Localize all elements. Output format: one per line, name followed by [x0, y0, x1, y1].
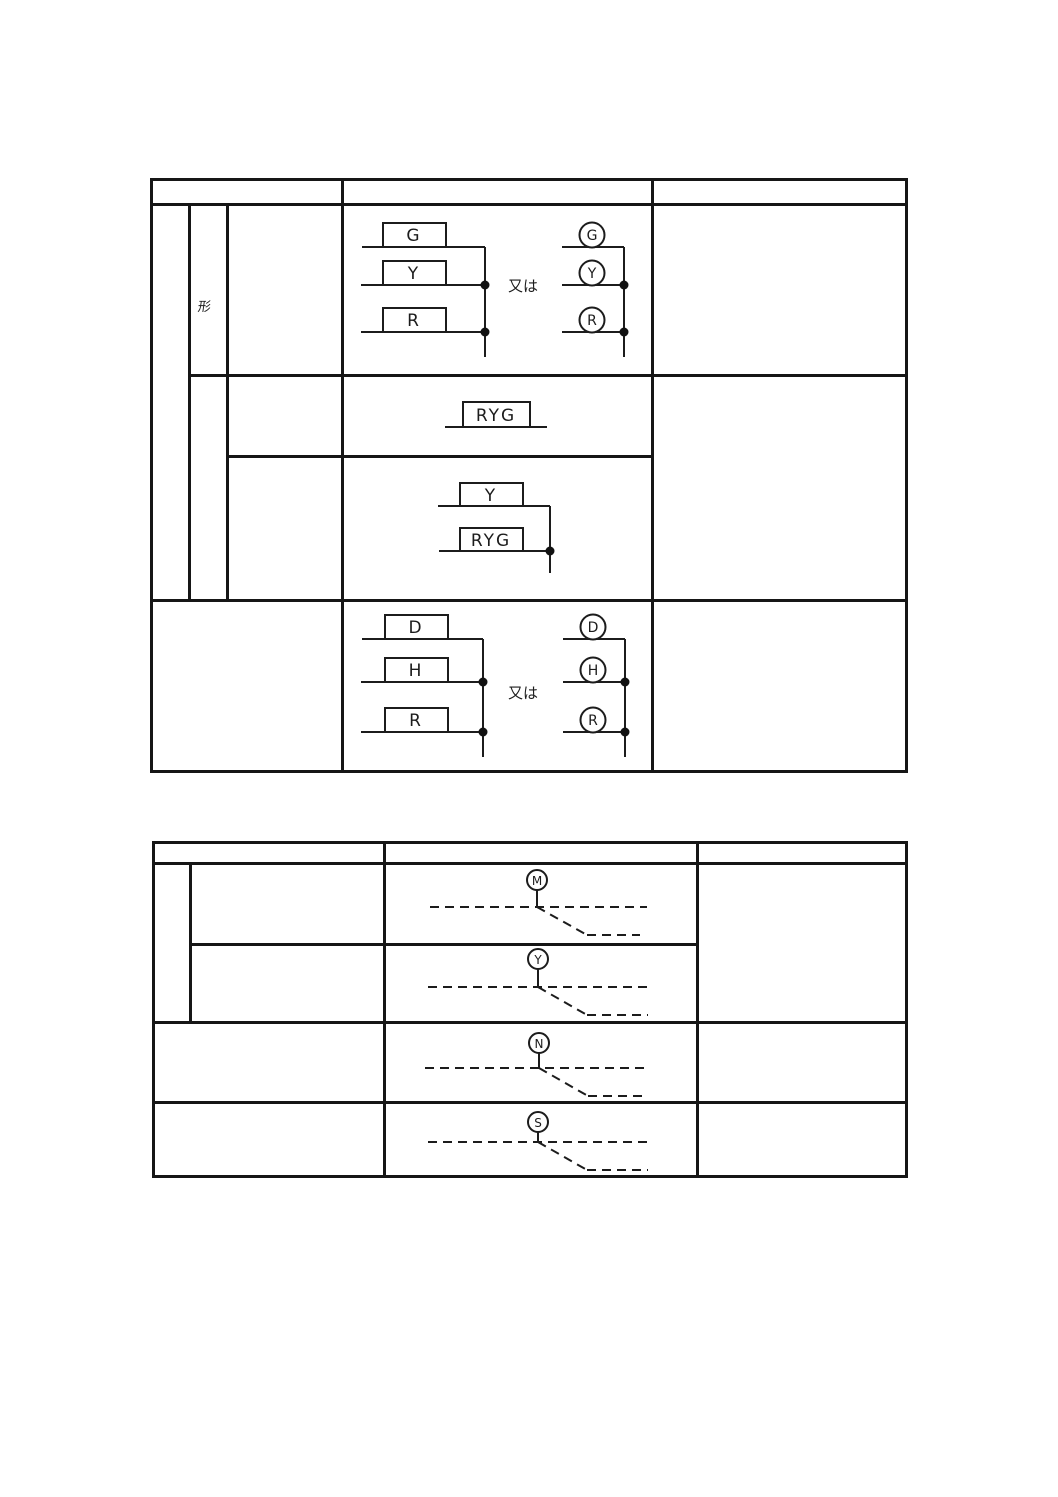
- table1-col1-divider: [341, 178, 344, 773]
- table2-row3-bottom-line: [152, 1101, 908, 1104]
- lamp-circle-label: R: [588, 713, 598, 729]
- table1-row2-bottom-line: [226, 455, 654, 458]
- table1-col2-divider: [651, 178, 654, 773]
- table2-col1-divider: [383, 841, 386, 1178]
- junction-dot: [620, 727, 630, 737]
- lamp-box-label: Y: [484, 486, 497, 506]
- table2-top-border: [152, 841, 908, 844]
- lamp-box-label: RYG: [471, 531, 511, 551]
- symbol-circle-m: [526, 869, 548, 891]
- lamp-circle-label: H: [588, 663, 599, 679]
- table1-subcol1-divider: [188, 203, 191, 602]
- lamp-box-r: [384, 707, 449, 733]
- circled-s-track-diagram: S: [428, 1111, 648, 1171]
- dashed-branch-line: [537, 986, 588, 1016]
- circled-m-track-diagram: M: [430, 869, 647, 936]
- junction-dot: [478, 677, 488, 687]
- junction-dot: [480, 280, 490, 290]
- lamp-box-label: D: [408, 618, 423, 638]
- lamp-circle-y: [578, 259, 606, 287]
- lamp-ladder-boxes: G Y R: [361, 222, 490, 357]
- junction-dot: [619, 327, 629, 337]
- lamp-circle-d: [579, 613, 607, 641]
- lamp-box-y: [382, 260, 447, 286]
- table2-bottom-border: [152, 1175, 908, 1178]
- junction-dot: [480, 327, 490, 337]
- lamp-box-d: [384, 614, 449, 640]
- symbol-letter: N: [535, 1037, 544, 1051]
- lamp-box-label: G: [406, 226, 421, 246]
- or-text: 又は: [508, 684, 538, 702]
- lamp-circle-label: D: [588, 620, 599, 636]
- lamp-circle-g: [578, 221, 606, 249]
- lamp-box-label: H: [409, 661, 424, 681]
- table2-row1-bottom-line: [189, 943, 699, 946]
- lamp-box-r: [382, 307, 447, 333]
- row-header-label: 形: [196, 300, 212, 315]
- symbol-letter: M: [532, 874, 542, 888]
- lamp-circle-label: Y: [587, 266, 597, 282]
- table1-top-border: [150, 178, 908, 181]
- ryg-single-box-diagram: RYG: [445, 401, 547, 428]
- gyr-lamp-ladder-diagram: G Y R 又は G Y R: [361, 221, 629, 357]
- dhr-lamp-ladder-diagram: D H R 又は D H R: [361, 613, 630, 757]
- lamp-box-ryg: [459, 527, 524, 552]
- circled-n-track-diagram: N: [425, 1032, 648, 1097]
- table2-col2-divider: [696, 841, 699, 1178]
- symbol-letter: S: [534, 1116, 542, 1130]
- lamp-box-g: [382, 222, 447, 248]
- table2-header-bottom-line: [152, 862, 908, 865]
- lamp-box-label: Y: [407, 264, 420, 284]
- lamp-ladder-boxes: D H R: [361, 614, 488, 757]
- symbol-circle-n: [528, 1032, 550, 1054]
- lamp-circle-label: R: [587, 313, 597, 329]
- junction-dot: [619, 280, 629, 290]
- table1-right-border: [905, 178, 908, 773]
- lamp-box-label: R: [409, 711, 423, 731]
- or-text: 又は: [508, 277, 538, 295]
- table1-subcol2-divider: [226, 203, 229, 602]
- lamp-circle-r: [578, 306, 606, 334]
- lamp-box-y: [459, 482, 524, 507]
- table2-row2-bottom-line: [152, 1021, 908, 1024]
- table1-left-border: [150, 178, 153, 773]
- junction-dot: [545, 546, 555, 556]
- lamp-circle-label: G: [587, 228, 598, 244]
- dashed-branch-line: [536, 906, 588, 936]
- table2-right-border: [905, 841, 908, 1178]
- lamp-box-h: [384, 657, 449, 683]
- table1-bottom-border: [150, 770, 908, 773]
- junction-dot: [620, 677, 630, 687]
- lamp-ladder-circles: G Y R: [562, 221, 629, 357]
- table2-left-border: [152, 841, 155, 1178]
- table1-row1-bottom-line: [188, 374, 908, 377]
- lamp-circle-r: [579, 706, 607, 734]
- lamp-circle-h: [579, 656, 607, 684]
- y-ryg-stacked-diagram: Y RYG: [438, 482, 555, 573]
- table2-subcol-divider: [189, 862, 192, 1024]
- lamp-ladder-circles: D H R: [563, 613, 630, 757]
- symbol-circle-y: [527, 948, 549, 970]
- table1-header-bottom-line: [150, 203, 908, 206]
- lamp-box-ryg: [462, 401, 531, 428]
- dashed-branch-line: [538, 1067, 589, 1097]
- symbol-circle-s: [527, 1111, 549, 1133]
- lamp-box-label: R: [407, 311, 421, 331]
- lamp-box-label: RYG: [476, 406, 516, 426]
- circled-y-track-diagram: Y: [428, 948, 648, 1016]
- dashed-branch-line: [537, 1141, 588, 1171]
- table1-row3-bottom-line: [150, 599, 908, 602]
- symbol-letter: Y: [533, 953, 542, 967]
- junction-dot: [478, 727, 488, 737]
